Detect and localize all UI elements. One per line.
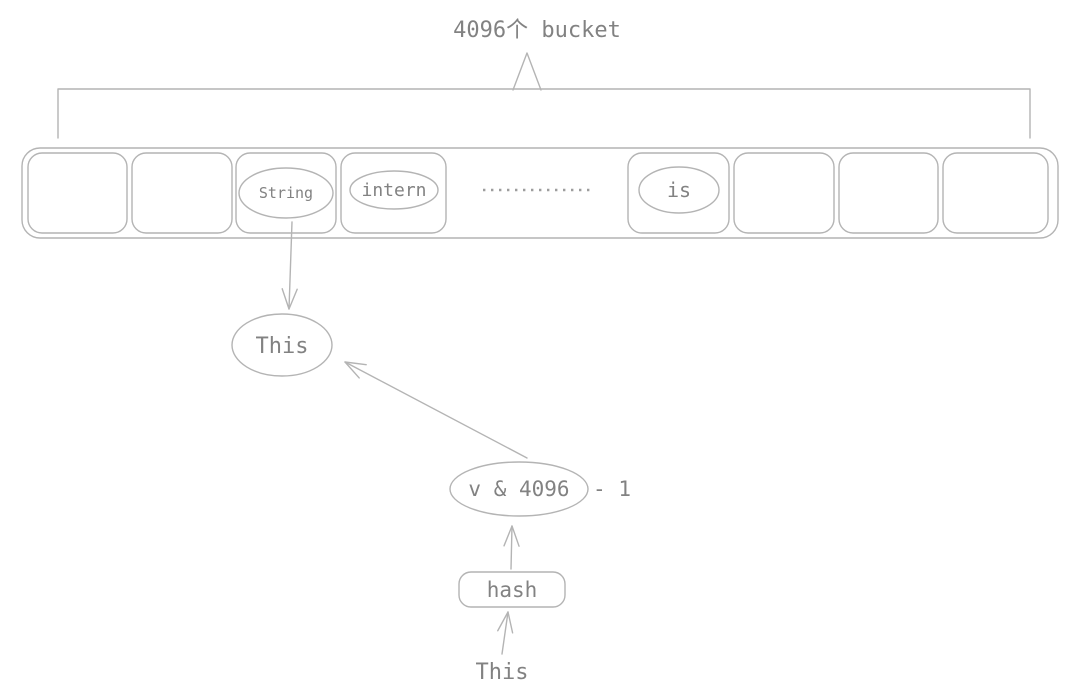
bucket-cell: [733, 152, 835, 234]
arrow-string-to-this: [281, 221, 298, 310]
hash-box: [458, 571, 566, 608]
this-entry-label: This: [256, 334, 309, 359]
arrow-hash-to-index: [503, 525, 520, 570]
hash-box-label: hash: [487, 578, 538, 602]
span-bracket: [57, 88, 1031, 139]
bucket-count-label: 4096个 bucket: [453, 18, 621, 43]
bucket-entry-ellipse: [638, 166, 720, 214]
input-string-label: This: [476, 660, 529, 685]
this-entry-ellipse: [231, 313, 333, 377]
arrow-input-to-hash: [497, 611, 514, 655]
arrow-index-to-this: [344, 361, 528, 459]
index-expression-ellipse: [449, 461, 589, 517]
bucket-entry-label: String: [259, 184, 313, 202]
bucket-entry-ellipse: [238, 167, 334, 219]
bucket-entry-label: intern: [361, 180, 426, 201]
bucket-entry-label: is: [667, 178, 691, 202]
index-expression-suffix: - 1: [593, 477, 631, 501]
bucket-cell: [942, 152, 1049, 234]
bucket-cell: [838, 152, 939, 234]
caret-pointer-icon: [512, 52, 542, 91]
bucket-cell: [27, 152, 128, 234]
bucket-cell: [131, 152, 233, 234]
index-expression-label: v & 4096: [468, 477, 569, 501]
bucket-entry-ellipse: [349, 170, 439, 210]
